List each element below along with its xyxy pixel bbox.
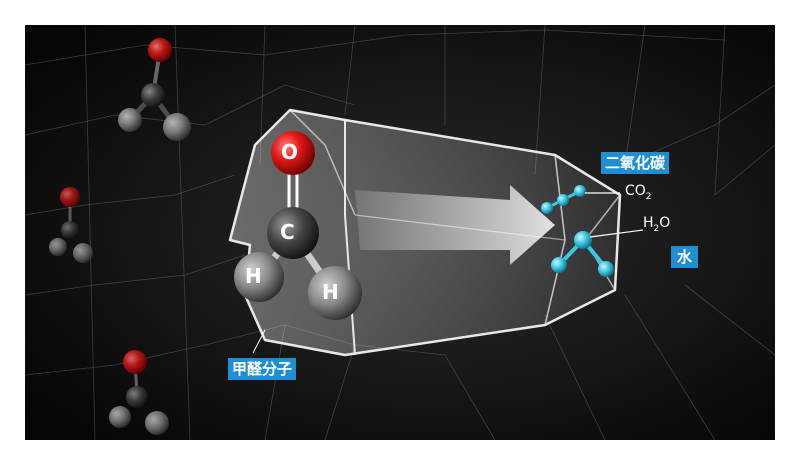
hydrogen-atom-left xyxy=(234,252,284,302)
hydrogen-right-label: H xyxy=(322,280,339,304)
oxygen-atom xyxy=(271,131,315,175)
faint-molecule-bottom xyxy=(109,350,169,435)
co2-tag: 二氧化碳 xyxy=(601,152,670,174)
co2-molecule xyxy=(541,185,620,214)
scene-graphics xyxy=(25,25,775,440)
co2-formula: CO2 xyxy=(625,183,652,202)
faint-molecule-top xyxy=(118,38,191,141)
formaldehyde-molecule xyxy=(234,131,362,320)
hydrogen-atom-right xyxy=(308,266,362,320)
honeycomb-mesh xyxy=(25,25,775,440)
h2o-formula: H2O xyxy=(643,215,671,234)
h2o-molecule xyxy=(551,229,644,277)
water-tag: 水 xyxy=(671,246,699,268)
conversion-arrow xyxy=(355,185,555,265)
oxygen-label: O xyxy=(281,140,299,164)
carbon-label: C xyxy=(280,220,295,244)
carbon-atom xyxy=(267,207,319,259)
hydrogen-left-label: H xyxy=(245,264,262,288)
faint-molecule-middle xyxy=(49,187,93,263)
formaldehyde-leader xyxy=(252,329,266,354)
illustration-frame: O C H H 二氧化碳 水 甲醛分子 CO2 H2O xyxy=(25,25,775,440)
formaldehyde-tag: 甲醛分子 xyxy=(228,358,297,380)
